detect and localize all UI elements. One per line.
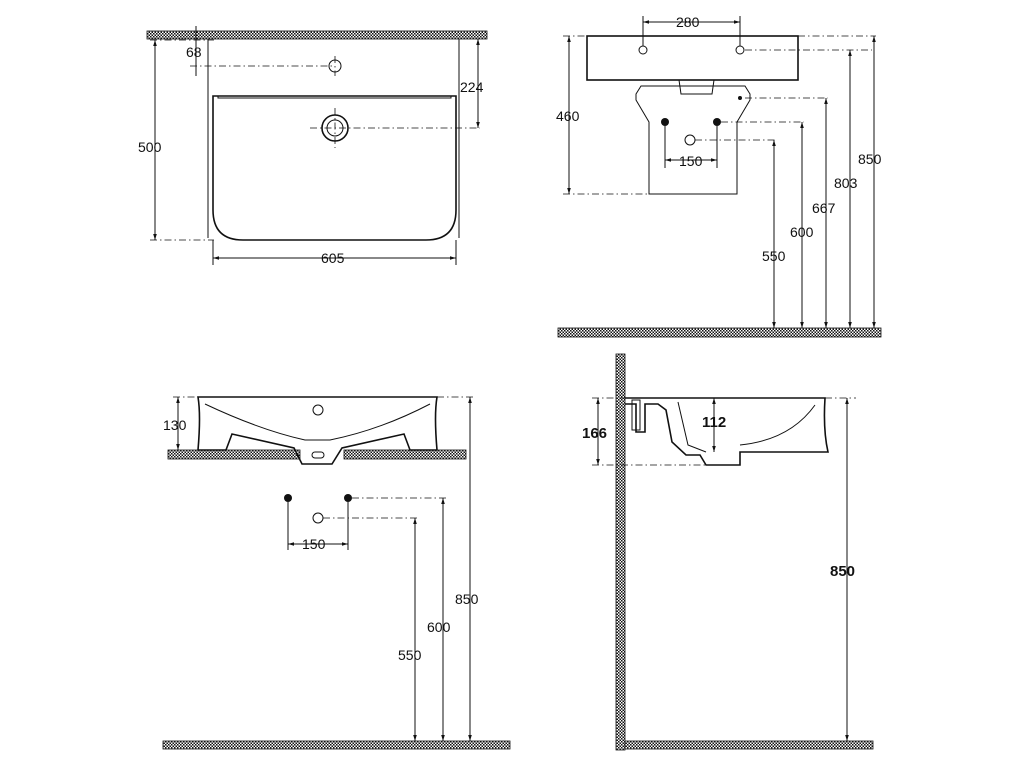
dim-130: 130 — [163, 417, 187, 433]
front-view-wall-hung: 130 150 850 600 550 — [162, 396, 511, 750]
counter-hatch-left — [167, 449, 301, 460]
side-view: 166 112 850 — [582, 353, 874, 751]
basin-front — [586, 35, 799, 81]
wall-hatch-side — [615, 353, 626, 751]
water-inlet-right — [713, 118, 721, 126]
dim-600-bottom: 600 — [427, 619, 451, 635]
dim-112: 112 — [702, 414, 726, 431]
tap-hole-left — [638, 45, 648, 55]
overflow-hole — [312, 404, 324, 416]
floor-hatch-left — [162, 740, 511, 750]
dim-850-bottom: 850 — [455, 591, 479, 607]
dim-600-top: 600 — [790, 224, 814, 240]
dim-850-top: 850 — [858, 151, 882, 167]
dim-460: 460 — [556, 108, 580, 124]
basin-outline-top — [212, 95, 457, 241]
counter-hatch-right — [343, 449, 467, 460]
dim-68: 68 — [186, 44, 202, 60]
dim-550-bottom: 550 — [398, 647, 422, 663]
dim-150-bottom: 150 — [302, 536, 326, 552]
pedestal-outline — [635, 85, 751, 195]
dim-850-side: 850 — [830, 563, 855, 580]
basin-rim-edge — [217, 95, 452, 99]
tap-hole-right — [735, 45, 745, 55]
water-inlet-right-b — [344, 494, 352, 502]
dim-280: 280 — [676, 14, 700, 30]
water-inlet-left — [661, 118, 669, 126]
dim-500: 500 — [138, 139, 162, 155]
dim-667: 667 — [812, 200, 836, 216]
dim-803: 803 — [834, 175, 858, 191]
basin-outer-sides — [207, 39, 460, 238]
wall-hatch-top — [146, 30, 488, 40]
waste-outlet-b — [312, 512, 324, 524]
dim-166: 166 — [582, 425, 607, 442]
top-view: 68 224 500 605 — [138, 26, 488, 266]
dim-605: 605 — [321, 250, 345, 266]
waste-outlet — [684, 134, 696, 146]
floor-hatch-right — [557, 327, 882, 338]
water-inlet-left-b — [284, 494, 292, 502]
dim-224: 224 — [460, 79, 484, 95]
dim-550-top: 550 — [762, 248, 786, 264]
dim-150-top: 150 — [679, 153, 703, 169]
floor-hatch-side — [624, 740, 874, 750]
basin-side-profile — [625, 397, 830, 466]
basin-front-bottom — [197, 396, 438, 465]
front-view-pedestal: 280 460 150 850 803 667 600 550 — [556, 14, 882, 338]
